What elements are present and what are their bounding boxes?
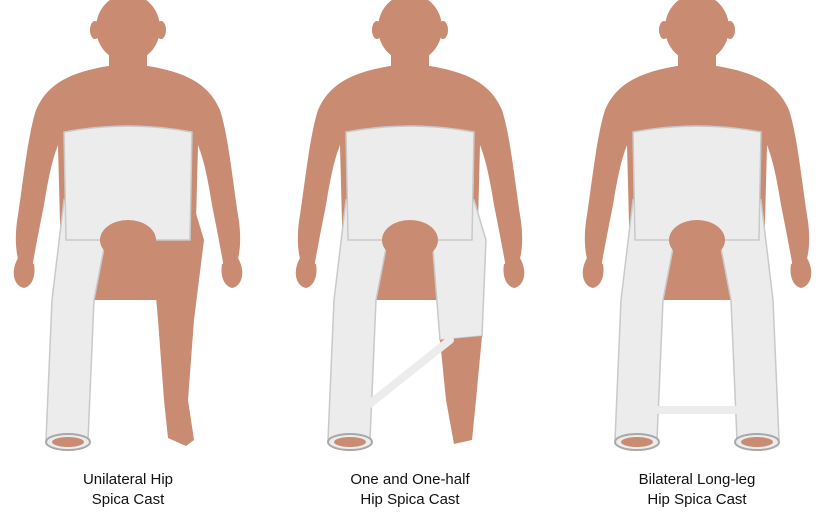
caption-line-1: Bilateral Long-leg	[577, 470, 817, 490]
caption-unilateral: Unilateral Hip Spica Cast	[8, 470, 248, 510]
panel-one-and-one-half	[296, 0, 525, 450]
caption-bilateral: Bilateral Long-leg Hip Spica Cast	[577, 470, 817, 510]
cast-illustrations	[0, 0, 820, 460]
caption-line-2: Spica Cast	[8, 490, 248, 510]
caption-one-and-one-half: One and One-half Hip Spica Cast	[290, 470, 530, 510]
panel-bilateral	[583, 0, 812, 450]
caption-line-1: One and One-half	[290, 470, 530, 490]
caption-line-1: Unilateral Hip	[8, 470, 248, 490]
diagonal-support-bar	[362, 340, 450, 410]
caption-line-2: Hip Spica Cast	[290, 490, 530, 510]
panel-unilateral	[14, 0, 243, 450]
caption-line-2: Hip Spica Cast	[577, 490, 817, 510]
